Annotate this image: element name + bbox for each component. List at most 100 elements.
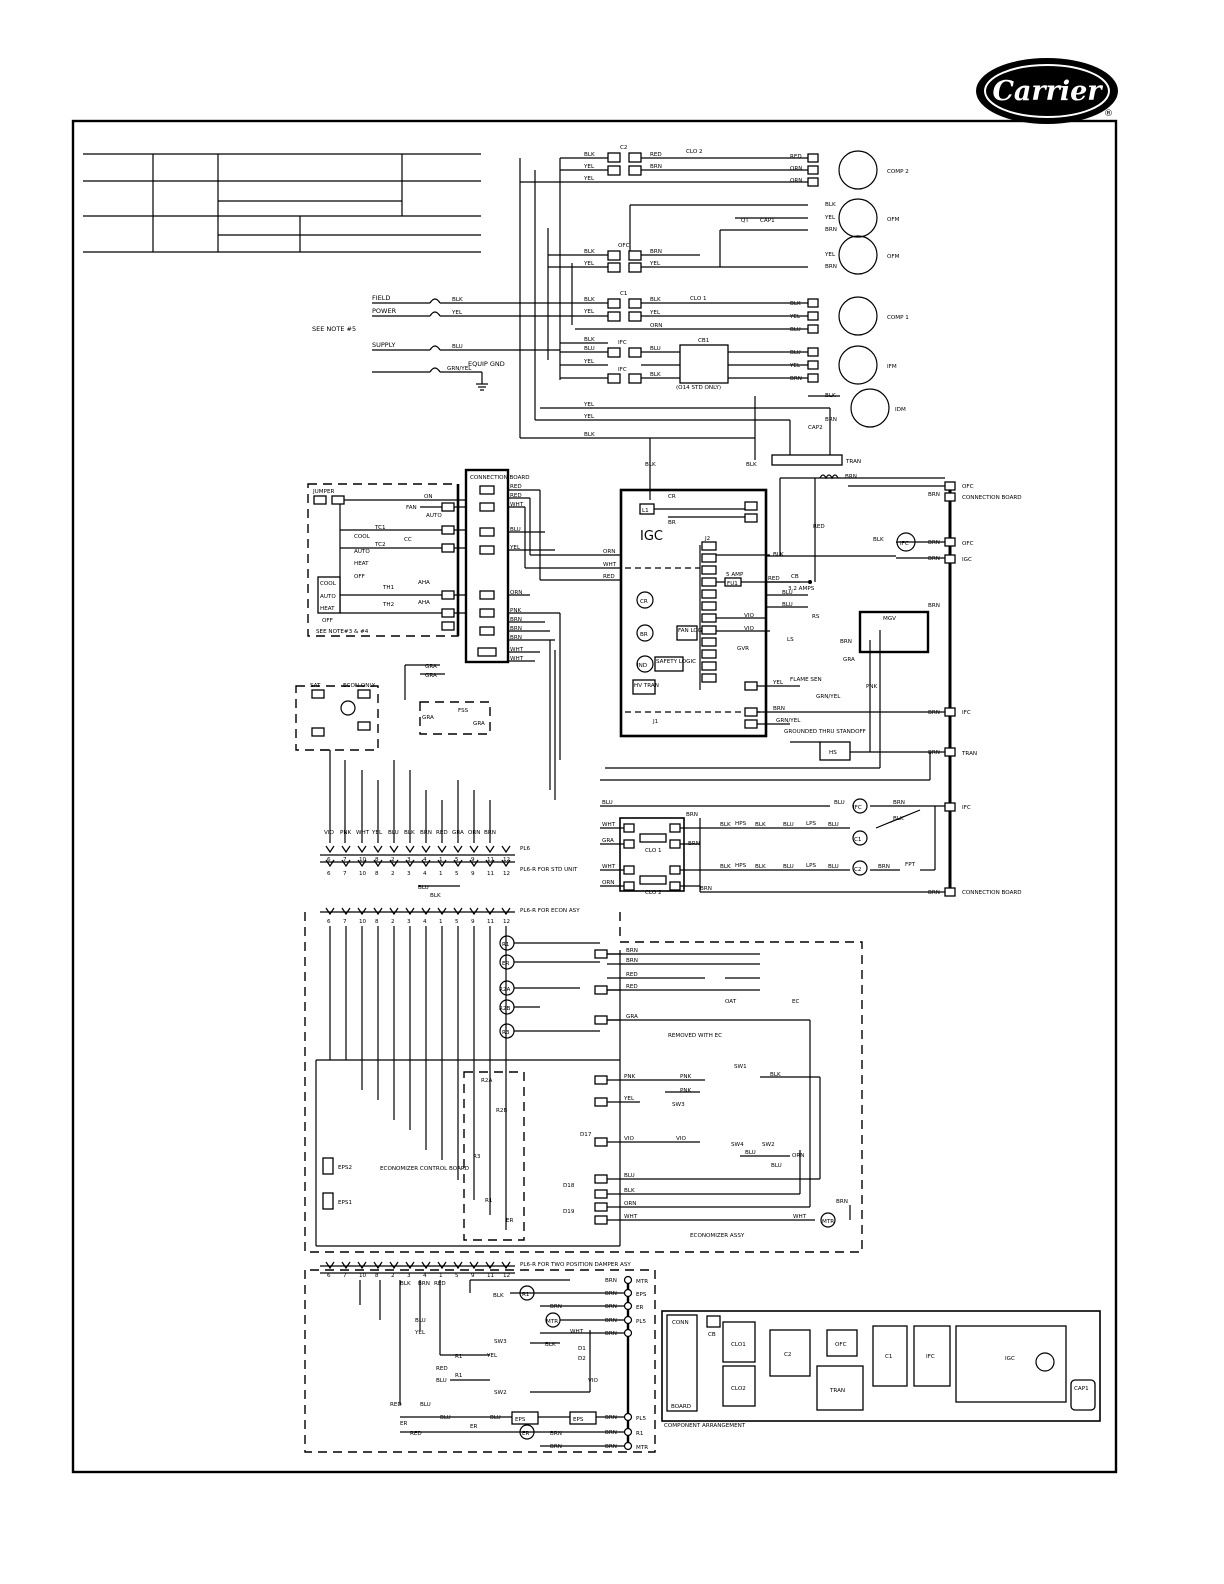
wire-label: BLU — [782, 602, 793, 608]
removed-with-ec-label: REMOVED WITH EC — [668, 1033, 722, 1039]
tc1-label: TC1 — [374, 525, 386, 531]
wire-label: BRN — [928, 556, 940, 562]
pl6r-pin-number: 10 — [359, 871, 367, 877]
o14-std-note: (O14 STD ONLY) — [676, 385, 721, 391]
wire-label: YEL — [824, 215, 836, 221]
damper-bus-terminal — [623, 1288, 633, 1298]
damper-r1-contact-2: R1 — [455, 1354, 463, 1360]
econ-r3-coil: R3 — [502, 1030, 510, 1036]
econ-pin-number: 2 — [391, 919, 395, 925]
wire-label: BLK — [645, 462, 656, 468]
wire-label: BRN — [550, 1444, 562, 1450]
wire-label: BLU — [828, 822, 839, 828]
wire-label: YEL — [789, 363, 801, 369]
damper-er-contact-1: ER — [400, 1421, 408, 1427]
wire-label: BRN — [510, 617, 522, 623]
pl6-pin-number: 6 — [327, 857, 331, 863]
pl6r-pin-number: 8 — [375, 871, 379, 877]
arr-cb-label: CB — [708, 1332, 716, 1338]
arr-clo1-label: CLO1 — [731, 1342, 746, 1348]
pl6-pin-mark — [421, 845, 431, 854]
wire-label: BLK — [893, 816, 904, 822]
econ-mtr-label: MTR — [822, 1219, 834, 1225]
wire-label: WHT — [624, 1214, 638, 1220]
wire-label: YEL — [414, 1330, 426, 1336]
wire-label: YEL — [583, 309, 595, 315]
damper-eps2-label: EPS — [573, 1417, 584, 1423]
gvr-label: GVR — [737, 646, 749, 652]
pl6-pin-mark — [373, 845, 383, 854]
wire-label: BRN — [928, 492, 940, 498]
wire-label: WHT — [510, 502, 524, 508]
sw4-label: SW4 — [731, 1142, 744, 1148]
c1-contact-label: C1 — [620, 291, 628, 297]
wire-label: BRN — [650, 249, 662, 255]
wire-label: BLU — [834, 800, 845, 806]
registered-mark: ® — [1104, 109, 1113, 119]
cb-label: CB — [791, 574, 799, 580]
pl6-wire-label: WHT — [356, 830, 370, 836]
econ-pin-mark — [453, 907, 463, 916]
pl6r-pin-number: 4 — [423, 871, 427, 877]
econ-pin-mark — [469, 907, 479, 916]
damper-bus-r1: R1 — [636, 1431, 644, 1437]
wire-label: BRN — [825, 264, 837, 270]
damper-pin-number: 7 — [343, 1273, 347, 1279]
econ-only-label: ECON ONLY — [343, 683, 376, 689]
damper-bus-er: ER — [636, 1305, 644, 1311]
econ-pin-mark — [341, 907, 351, 916]
wire-label: BLK — [773, 552, 784, 558]
wire-label: RED — [510, 493, 522, 499]
wire-label: BRN — [550, 1304, 562, 1310]
wire-label: ORN — [650, 323, 662, 329]
pl6-pin-mark — [325, 845, 335, 854]
power-label: POWER — [372, 307, 397, 315]
econ-pin-number: 12 — [503, 919, 510, 925]
econ-pin-number: 9 — [471, 919, 475, 925]
econ-assy-label: ECONOMIZER ASSY — [690, 1233, 745, 1239]
transformer-taps — [771, 454, 843, 480]
wire-label: GRN/YEL — [447, 366, 472, 372]
wire-label: ORN — [792, 1153, 804, 1159]
wire-label: BLU — [420, 1402, 431, 1408]
qt-label: QT — [741, 218, 749, 224]
damper-bus-pl5-2: PL5 — [636, 1416, 646, 1422]
wire-label: YEL — [486, 1353, 498, 1359]
wire-label: BLU — [510, 527, 521, 533]
wire-label: BLU — [790, 350, 801, 356]
wire-label: WHT — [793, 1214, 807, 1220]
wire-label: YEL — [649, 261, 661, 267]
arr-c1-label: C1 — [885, 1354, 893, 1360]
econ-pin-mark — [389, 907, 399, 916]
econ-control-board-label: ECONOMIZER CONTROL BOARD — [380, 1166, 469, 1172]
pl6-pin-mark — [389, 845, 399, 854]
lps2-label: LPS — [806, 863, 816, 869]
pl6-pin-mark — [405, 845, 415, 854]
wire-label: BRN — [928, 890, 940, 896]
sat-econ-only: SAT ECON ONLY FSS GRA GRA GRA GRA — [295, 664, 491, 751]
wire-label: BRN — [773, 706, 785, 712]
damper-bus-mtr-2: MTR — [636, 1445, 648, 1451]
econ-pin-mark — [325, 907, 335, 916]
wire-label: RED — [813, 524, 825, 530]
igc-title: IGC — [640, 529, 663, 544]
wire-label: BRN — [825, 417, 837, 423]
wire-label: YEL — [509, 545, 521, 551]
bus-ofc-label-2: OFC — [962, 541, 974, 547]
wire-label: BRN — [840, 639, 852, 645]
ifm-label: IFM — [887, 364, 897, 370]
pl6-pin-mark — [341, 845, 351, 854]
wire-label: BRN — [688, 841, 700, 847]
damper-bus-terminal — [623, 1275, 633, 1285]
wire-label: WHT — [570, 1329, 584, 1335]
clo1-module-label: CLO 1 — [645, 848, 662, 854]
rs-label: RS — [812, 614, 820, 620]
wire-label: BLK — [825, 202, 836, 208]
econ-r1-coil: R1 — [502, 942, 510, 948]
oat-label: OAT — [725, 999, 737, 1005]
r2b-contact-label: R2B — [496, 1108, 507, 1114]
econ-pin-mark — [437, 907, 447, 916]
